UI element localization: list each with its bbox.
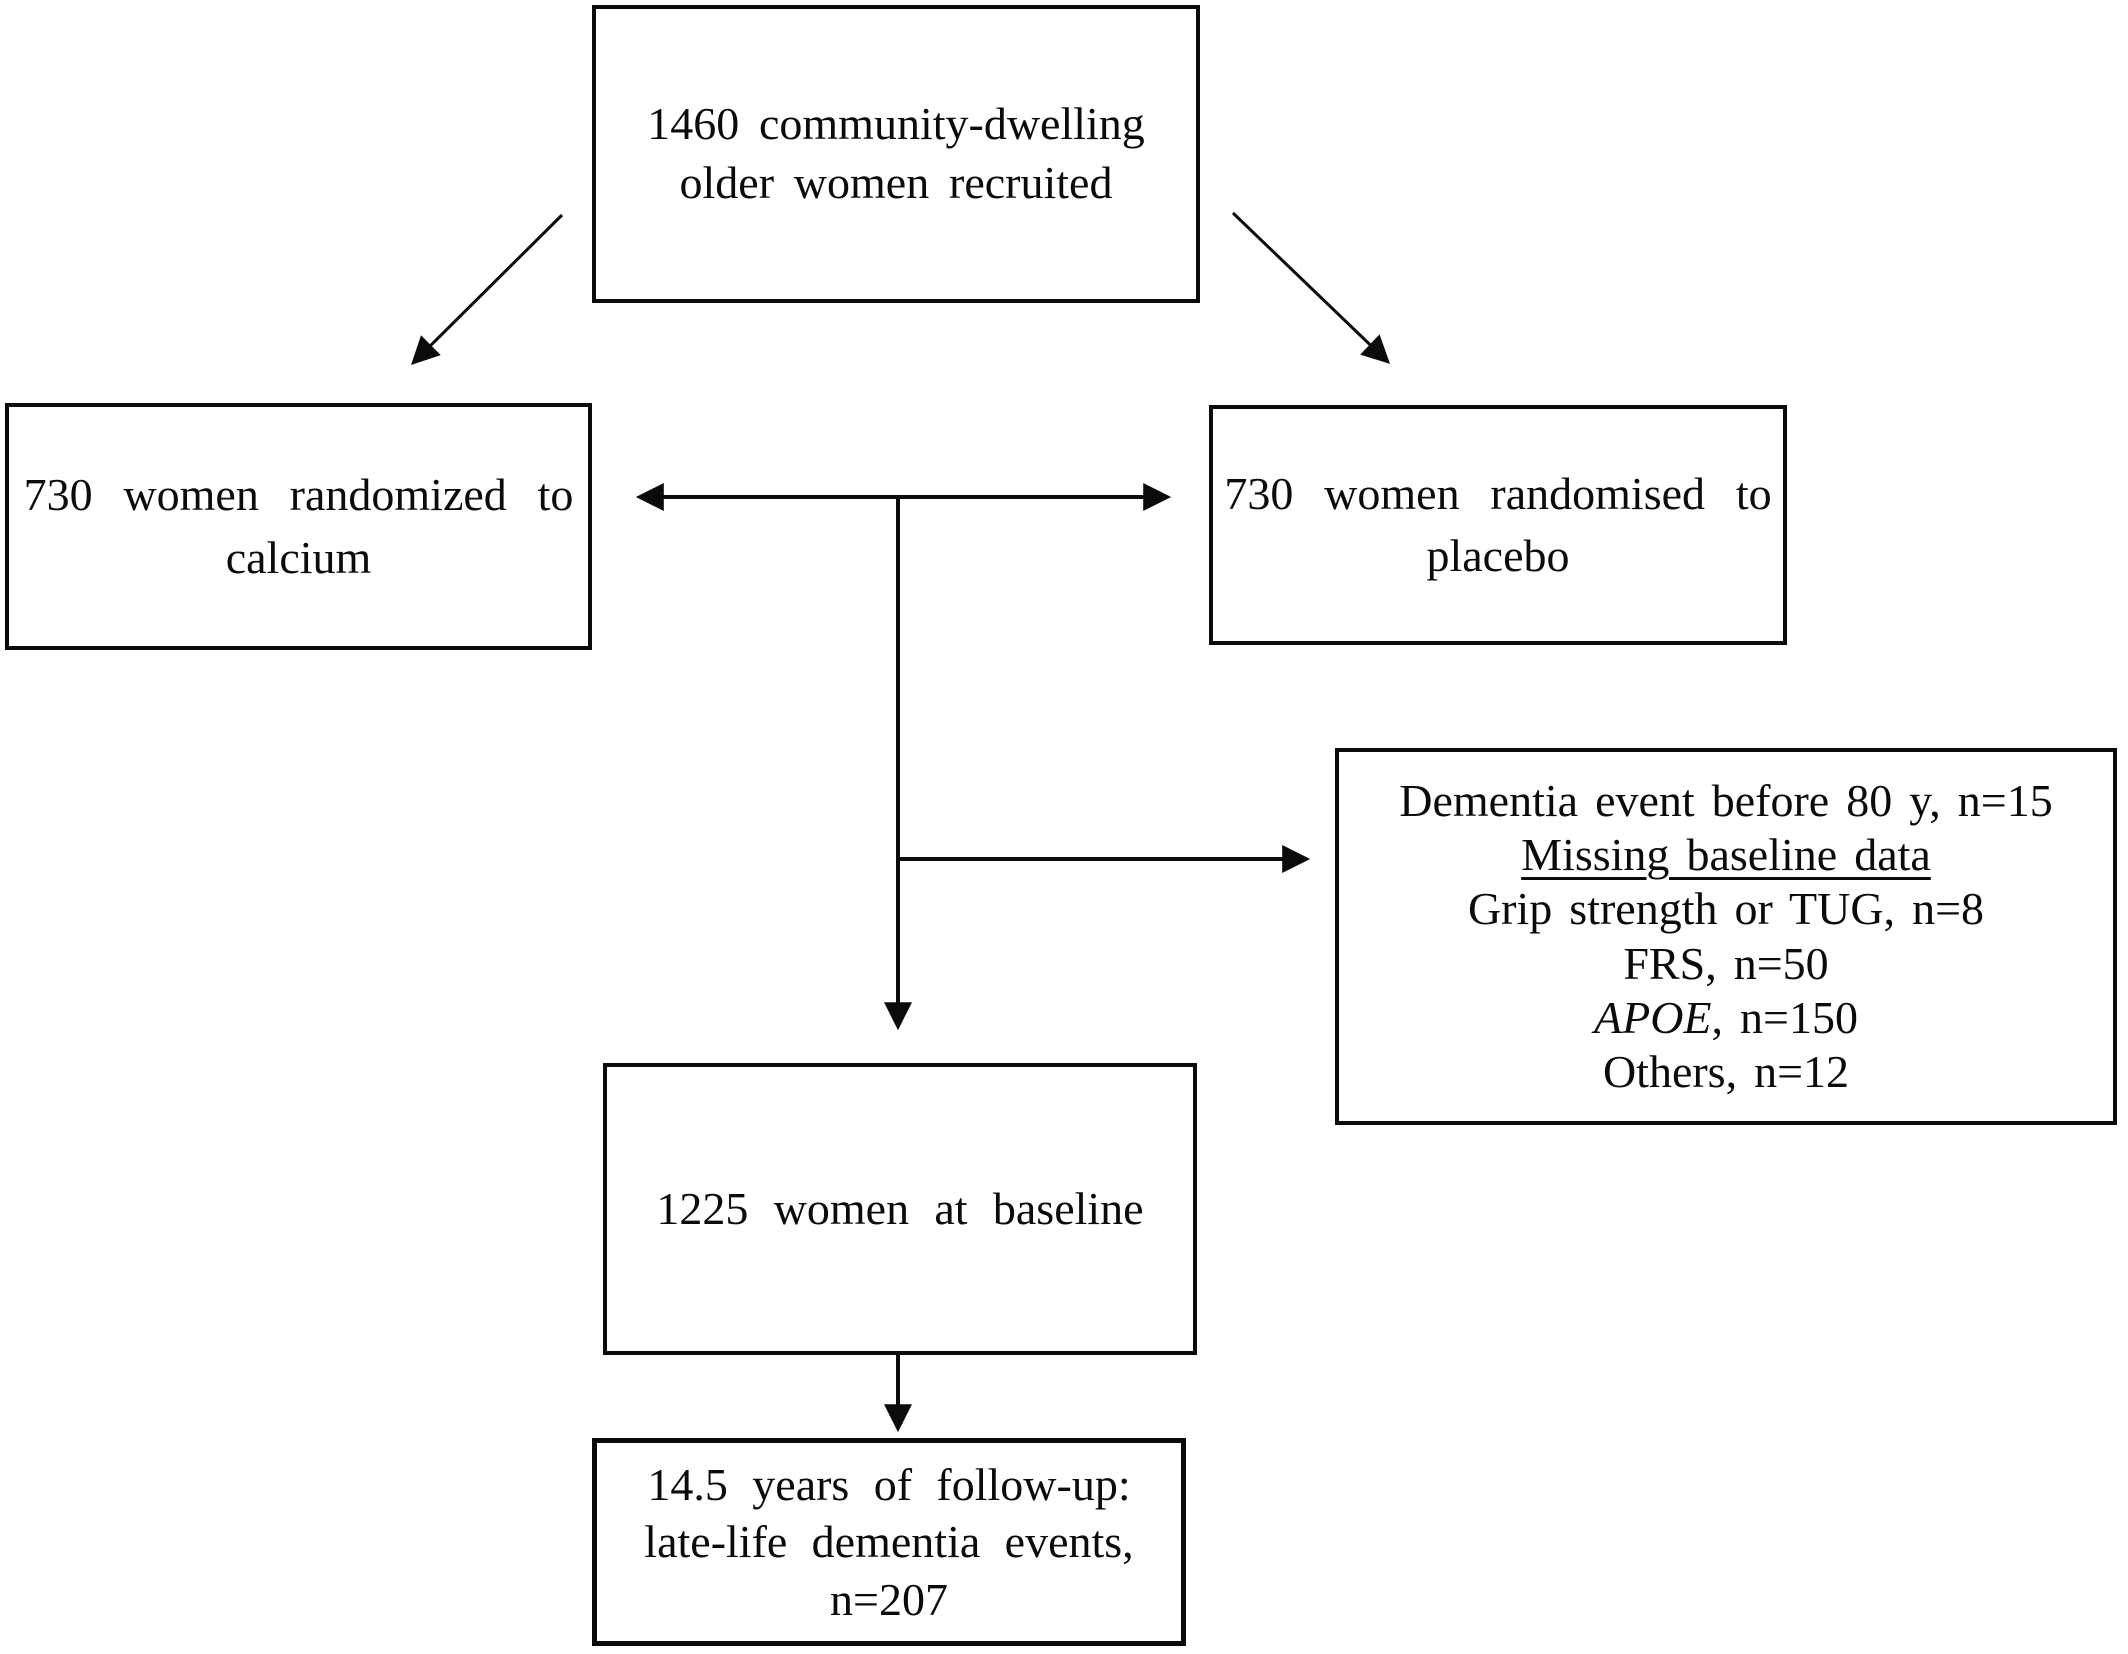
box-recruited: 1460 community-dwelling older women recr… — [592, 5, 1200, 303]
arrow-recruited-to-placebo — [1231, 211, 1391, 364]
exclusions-line-1: Dementia event before 80 y, n=15 — [1399, 774, 2053, 826]
exclusions-line-6: Others, n=12 — [1602, 1046, 1850, 1098]
exclusions-apoe-italic: APOE — [1594, 991, 1712, 1043]
box-calcium-arm: 730 women randomized to calcium — [5, 403, 592, 650]
calcium-line-1: 730 women randomized to — [23, 469, 574, 521]
followup-line-3: n=207 — [830, 1573, 948, 1625]
placebo-line-2: placebo — [1426, 530, 1570, 581]
baseline-line-1: 1225 women at baseline — [656, 1183, 1144, 1235]
box-followup: 14.5 years of follow-up: late-life demen… — [592, 1438, 1186, 1646]
placebo-line-1: 730 women randomised to — [1224, 467, 1772, 519]
recruited-line-1: 1460 community-dwelling — [647, 98, 1145, 150]
calcium-line-2: calcium — [225, 531, 372, 583]
exclusions-heading-missing-baseline: Missing baseline data — [1521, 828, 1931, 880]
recruited-line-2: older women recruited — [679, 157, 1113, 208]
exclusions-line-3: Grip strength or TUG, n=8 — [1467, 883, 1985, 935]
exclusions-apoe-count: , n=150 — [1711, 991, 1858, 1043]
followup-line-2: late-life dementia events, — [644, 1516, 1134, 1568]
exclusions-line-4: FRS, n=50 — [1623, 937, 1829, 989]
arrow-recruited-to-calcium — [411, 213, 564, 365]
followup-line-1: 14.5 years of follow-up: — [647, 1458, 1131, 1510]
box-placebo-arm: 730 women randomised to placebo — [1209, 405, 1787, 645]
exclusions-line-5: APOE, n=150 — [1594, 991, 1858, 1045]
box-exclusions: Dementia event before 80 y, n=15 Missing… — [1335, 748, 2117, 1125]
box-baseline: 1225 women at baseline — [603, 1063, 1197, 1355]
